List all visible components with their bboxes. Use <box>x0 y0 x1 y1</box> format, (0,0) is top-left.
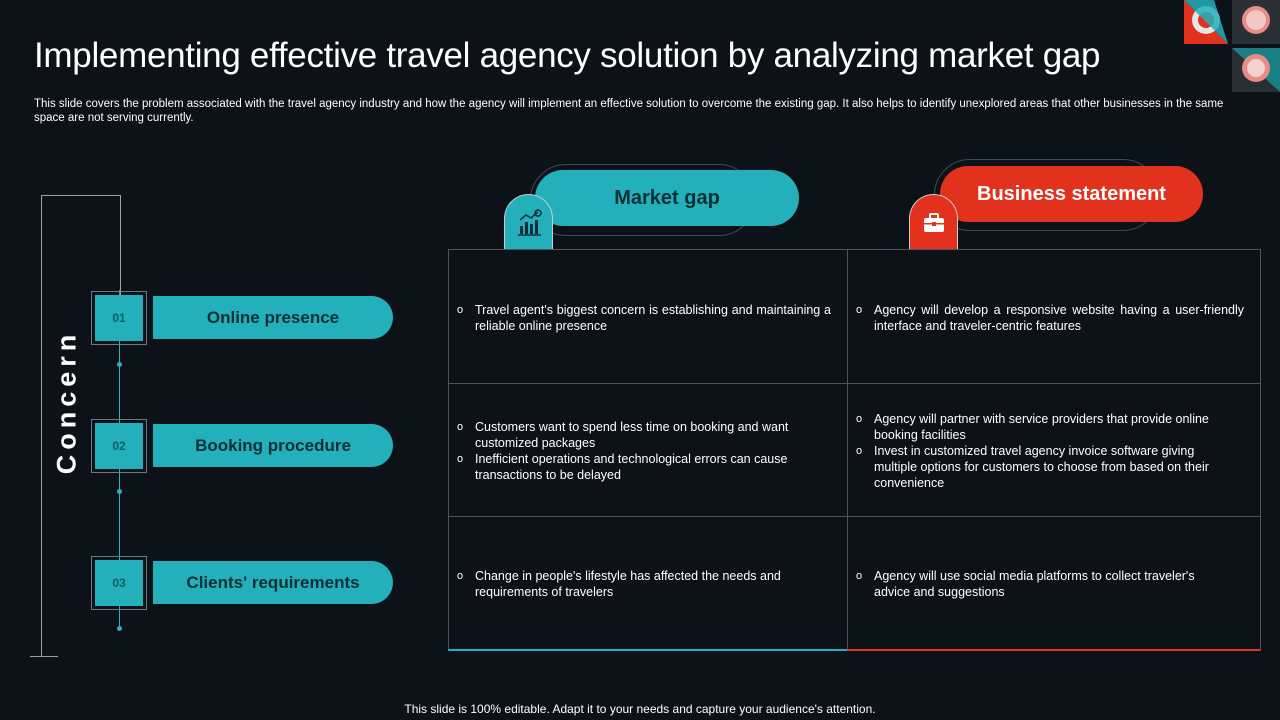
business-statement-underline <box>847 649 1261 651</box>
list-item: Change in people's lifestyle has affecte… <box>457 568 807 600</box>
row-1-market-gap-cell: Travel agent's biggest concern is establ… <box>449 250 848 384</box>
connector-dot <box>117 362 122 367</box>
list-item: Agency will develop a responsive website… <box>856 302 1244 334</box>
concern-item-online-presence: Online presence <box>153 296 393 339</box>
concern-item-clients-requirements: Clients' requirements <box>153 561 393 604</box>
list-item: Travel agent's biggest concern is establ… <box>457 302 831 334</box>
business-statement-header: Business statement <box>940 166 1203 222</box>
market-gap-header: Market gap <box>535 170 799 226</box>
concern-label: Concern <box>51 329 82 475</box>
market-gap-underline <box>448 649 847 651</box>
row-1-business-statement-cell: Agency will develop a responsive website… <box>848 250 1260 384</box>
bar-chart-icon <box>517 208 542 236</box>
concern-number-2: 02 <box>91 419 147 473</box>
concern-frame <box>30 195 121 657</box>
connector-dot <box>117 489 122 494</box>
connector-dot <box>117 626 122 631</box>
business-statement-icon-tab <box>909 194 958 250</box>
row-3-business-statement-cell: Agency will use social media platforms t… <box>848 517 1260 649</box>
corner-decoration-icon <box>1184 0 1280 92</box>
row-3-market-gap-cell: Change in people's lifestyle has affecte… <box>449 517 848 649</box>
row-2-market-gap-cell: Customers want to spend less time on boo… <box>449 384 848 517</box>
list-item: Inefficient operations and technological… <box>457 451 807 483</box>
list-item: Agency will partner with service provide… <box>856 411 1210 443</box>
slide-footer: This slide is 100% editable. Adapt it to… <box>404 702 876 716</box>
row-2-business-statement-cell: Agency will partner with service provide… <box>848 384 1260 517</box>
slide-title: Implementing effective travel agency sol… <box>34 36 1101 75</box>
market-gap-table: Travel agent's biggest concern is establ… <box>448 249 1261 650</box>
concern-number-1: 01 <box>91 291 147 345</box>
slide-subtitle: This slide covers the problem associated… <box>34 98 1224 124</box>
concern-item-booking-procedure: Booking procedure <box>153 424 393 467</box>
list-item: Customers want to spend less time on boo… <box>457 419 807 451</box>
list-item: Invest in customized travel agency invoi… <box>856 443 1210 491</box>
briefcase-icon <box>923 212 944 232</box>
list-item: Agency will use social media platforms t… <box>856 568 1220 600</box>
concern-number-3: 03 <box>91 556 147 610</box>
market-gap-icon-tab <box>504 194 553 250</box>
